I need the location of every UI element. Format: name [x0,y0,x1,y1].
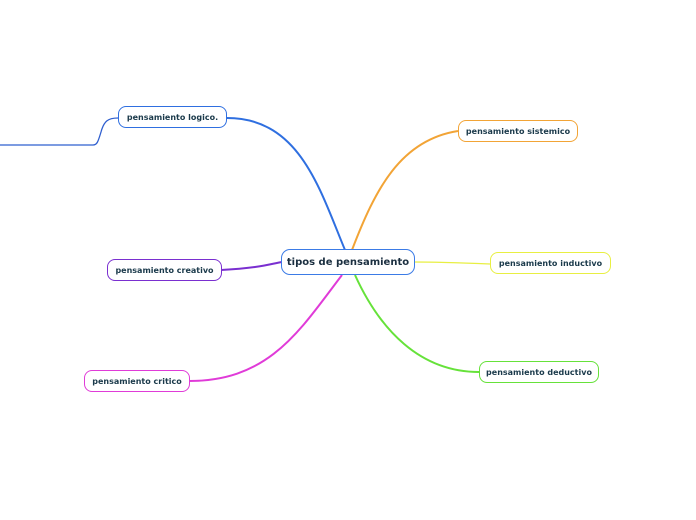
topic-node-inductivo[interactable]: pensamiento inductivo [490,252,611,274]
topic-node-logico[interactable]: pensamiento logico. [118,106,227,128]
topic-node-creativo[interactable]: pensamiento creativo [107,259,222,281]
connector-sistemico [351,130,459,251]
detached-branch-line [0,117,119,146]
connector-inductivo [413,261,491,265]
connector-creativo [220,261,283,271]
topic-node-deductivo[interactable]: pensamiento deductivo [479,361,599,383]
topic-node-critico[interactable]: pensamiento critico [84,370,190,392]
connector-logico [226,117,346,251]
central-topic-node[interactable]: tipos de pensamiento [281,249,415,275]
connector-deductivo [354,274,480,373]
connector-critico [188,274,343,382]
topic-node-sistemico[interactable]: pensamiento sistemico [458,120,578,142]
